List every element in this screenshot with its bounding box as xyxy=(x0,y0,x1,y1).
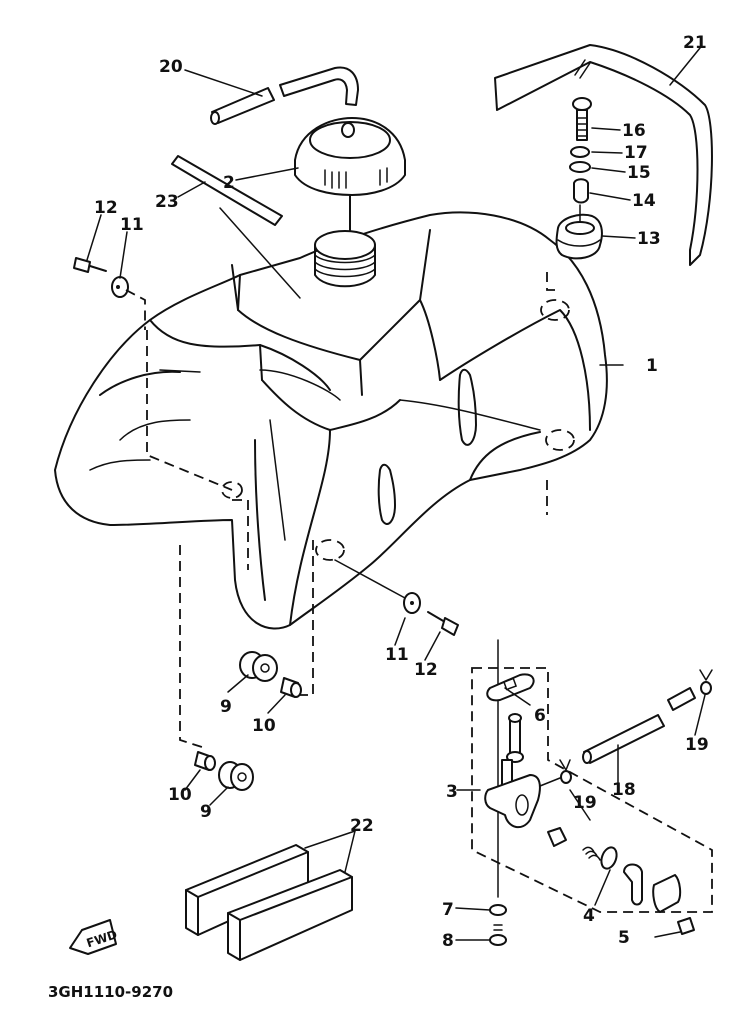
label-11-upper: 11 xyxy=(120,215,144,235)
label-1: 1 xyxy=(646,356,658,376)
label-12-upper: 12 xyxy=(94,198,118,218)
fuel-cock-body xyxy=(484,713,541,829)
screw-8 xyxy=(489,924,507,946)
label-23: 23 xyxy=(155,192,179,212)
label-19-upper: 19 xyxy=(685,735,709,755)
bolt-lower-right xyxy=(334,559,459,636)
label-8: 8 xyxy=(442,931,454,951)
lock-washer-17 xyxy=(570,146,590,158)
collar-10-upper xyxy=(280,677,302,698)
label-10-lower: 10 xyxy=(168,785,192,805)
washer-15 xyxy=(569,161,591,173)
o-ring-4 xyxy=(600,846,618,870)
label-17: 17 xyxy=(624,143,648,163)
fuel-cap xyxy=(294,117,406,231)
label-21: 21 xyxy=(683,33,707,53)
damper-9-upper xyxy=(239,651,278,682)
collar-10-lower xyxy=(194,751,216,771)
part-code: 3GH1110-9270 xyxy=(48,983,173,1001)
gasket-6 xyxy=(486,673,535,702)
label-19-lower: 19 xyxy=(573,793,597,813)
fwd-arrow-icon: FWD xyxy=(69,919,119,955)
label-14: 14 xyxy=(632,191,656,211)
lever xyxy=(623,863,643,906)
label-6: 6 xyxy=(534,706,546,726)
label-18: 18 xyxy=(612,780,636,800)
label-15: 15 xyxy=(627,163,651,183)
bolt-upper-left xyxy=(73,257,146,330)
fuel-tank xyxy=(54,211,608,630)
damper-13 xyxy=(555,213,603,260)
fuel-hose-18 xyxy=(582,687,696,764)
clip-19-upper xyxy=(699,669,713,695)
label-9-upper: 9 xyxy=(220,697,232,717)
clip-19-lower xyxy=(539,759,572,787)
label-20: 20 xyxy=(159,57,183,77)
label-22: 22 xyxy=(350,816,374,836)
leader-lines xyxy=(86,47,706,941)
fuel-cock-group-outline xyxy=(471,667,713,913)
label-4: 4 xyxy=(583,906,595,926)
spring xyxy=(582,846,601,861)
bolt-16 xyxy=(572,97,592,141)
label-12-lower: 12 xyxy=(414,660,438,680)
collar-14 xyxy=(573,178,589,204)
label-9-lower: 9 xyxy=(200,802,212,822)
breather-hose xyxy=(210,66,359,125)
label-10-upper: 10 xyxy=(252,716,276,736)
label-11-lower: 11 xyxy=(385,645,409,665)
cover-plate xyxy=(652,874,682,913)
label-5: 5 xyxy=(618,928,630,948)
label-2: 2 xyxy=(223,173,235,193)
screw-5 xyxy=(677,917,695,935)
label-3: 3 xyxy=(446,782,458,802)
washer-7 xyxy=(489,904,507,916)
label-16: 16 xyxy=(622,121,646,141)
breather-pipe xyxy=(171,155,283,226)
label-13: 13 xyxy=(637,229,661,249)
damper-9-lower xyxy=(218,761,254,791)
plunger xyxy=(547,827,567,847)
damper-pads-22 xyxy=(185,844,353,961)
label-7: 7 xyxy=(442,900,454,920)
